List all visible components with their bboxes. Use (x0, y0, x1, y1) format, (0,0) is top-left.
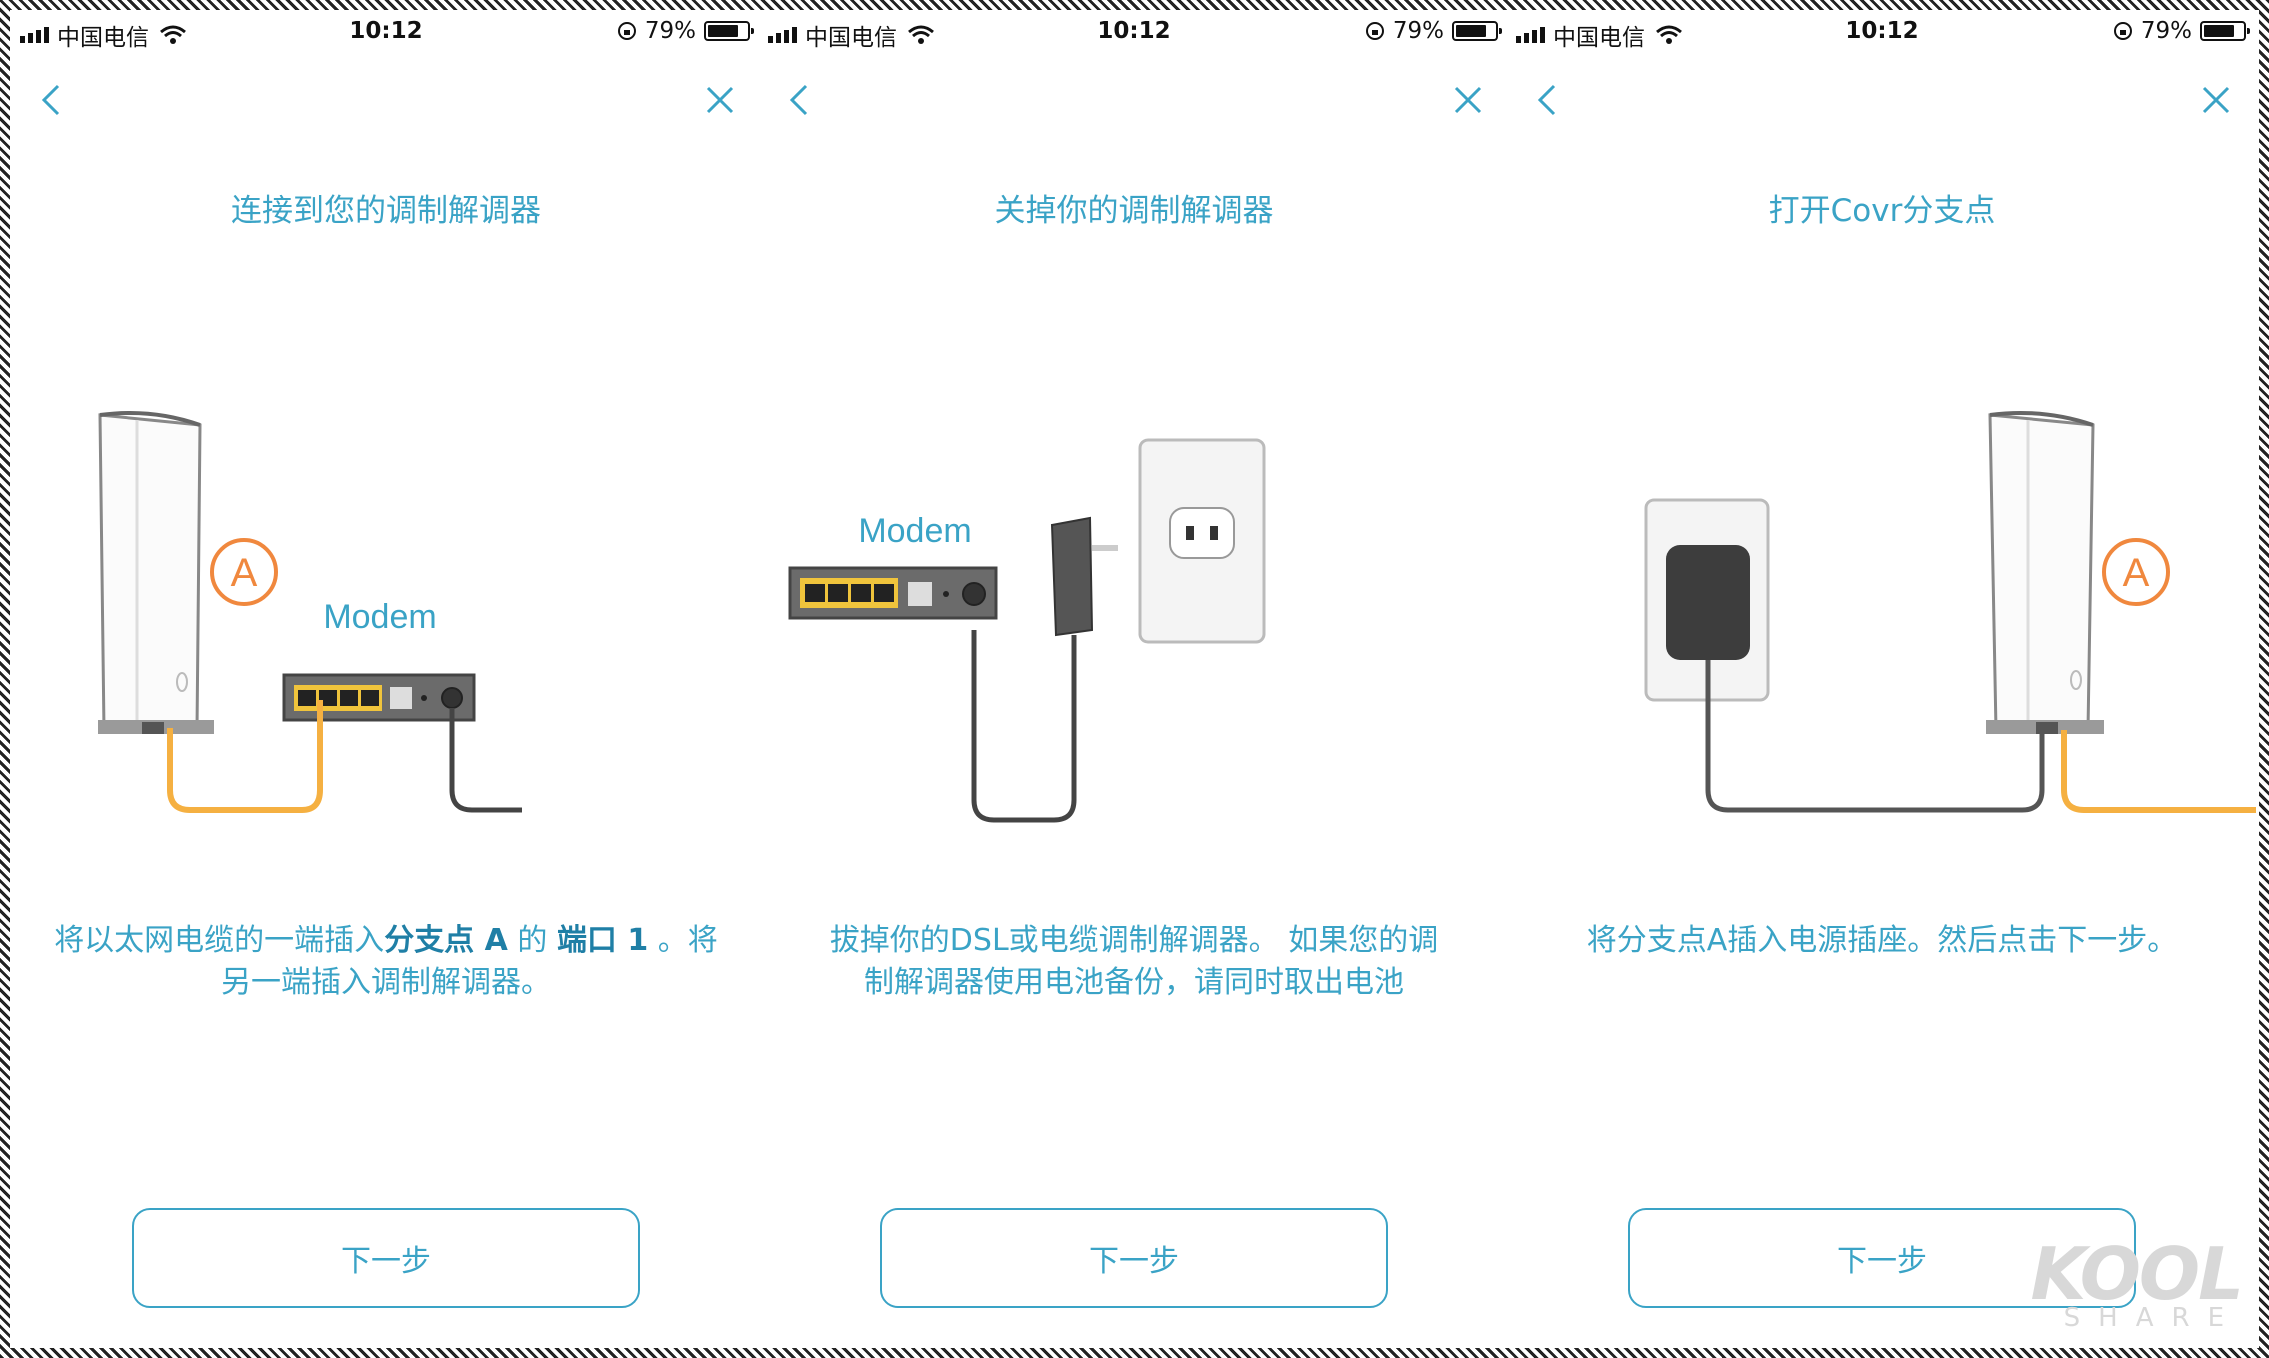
instruction-text: 将以太网电缆的一端插入分支点 A 的 端口 1 。将另一端插入调制解调器。 (52, 920, 720, 1004)
ethernet-cable (2061, 730, 2256, 813)
unplug-illustration: Modem (788, 438, 1266, 823)
close-icon[interactable] (1448, 80, 1488, 120)
instruction-bold-port: 端口 1 (556, 923, 649, 958)
node-a-badge (2102, 538, 2170, 606)
power-adapter-image (1050, 516, 1118, 637)
close-icon[interactable] (2196, 80, 2236, 120)
page-title: 连接到您的调制解调器 (231, 193, 541, 229)
instruction-text: 拔掉你的DSL或电缆调制解调器。 如果您的调 制解调器使用电池备份，请同时取出电… (800, 920, 1468, 1004)
modem-image (282, 673, 476, 722)
instruction-part-1: 将以太网电缆的一端插入 (54, 923, 385, 958)
status-bar: 中国电信 10:12 79% (1508, 10, 2256, 54)
signal-icon (20, 27, 49, 43)
covr-node-image (1986, 410, 2104, 734)
watermark-logo: KOOL (2030, 1232, 2244, 1316)
rotation-lock-icon (1365, 22, 1384, 40)
instruction-line-2: 制解调器使用电池备份，请同时取出电池 (864, 965, 1404, 1000)
next-button[interactable]: 下一步 (880, 1208, 1388, 1308)
battery-icon (2200, 21, 2250, 41)
wifi-icon (908, 25, 934, 44)
back-chevron-icon[interactable] (32, 80, 72, 120)
status-bar: 中国电信 10:12 79% (12, 10, 760, 54)
back-chevron-icon[interactable] (1528, 80, 1568, 120)
next-button[interactable]: 下一步 (1628, 1208, 2136, 1308)
status-time: 10:12 (1097, 18, 1171, 44)
power-cable (971, 630, 1077, 823)
instruction-bold-node: 分支点 A (384, 923, 508, 958)
screen-power-on-node: 中国电信 10:12 79% 打开Covr分支点 (1508, 10, 2256, 1345)
rotation-lock-icon (2113, 22, 2132, 40)
wall-outlet-image (1644, 498, 1770, 702)
status-bar: 中国电信 10:12 79% (760, 10, 1508, 54)
rotation-lock-icon (617, 22, 636, 40)
back-chevron-icon[interactable] (780, 80, 820, 120)
close-icon[interactable] (700, 80, 740, 120)
screenshot-strip: 中国电信 10:12 79% 连接到您的调制解调器 A (12, 10, 2257, 1345)
koolshare-watermark: KOOL SHARE (2030, 1232, 2244, 1333)
page-title: 打开Covr分支点 (1768, 193, 1996, 229)
modem-label: Modem (858, 512, 971, 550)
carrier-name: 中国电信 (805, 25, 897, 51)
instruction-line-1: 拔掉你的DSL或电缆调制解调器。 如果您的调 (829, 923, 1439, 958)
modem-label: Modem (323, 598, 436, 636)
battery-icon (704, 21, 754, 41)
status-time: 10:12 (349, 18, 423, 44)
screen-power-off-modem: 中国电信 10:12 79% 关掉你的调制解调器 Modem (760, 10, 1508, 1345)
page-title: 关掉你的调制解调器 (994, 193, 1274, 229)
watermark-subtitle: SHARE (2063, 1303, 2242, 1333)
battery-icon (1452, 21, 1502, 41)
signal-icon (1516, 27, 1545, 43)
wall-outlet-image (1138, 438, 1266, 644)
instruction-part-3: 。将另一端插入调制解调器。 (221, 923, 718, 1000)
ethernet-cable (167, 700, 323, 813)
status-time: 10:12 (1845, 18, 1919, 44)
modem-power-cable (449, 708, 522, 813)
screen-connect-modem: 中国电信 10:12 79% 连接到您的调制解调器 A (12, 10, 760, 1345)
power-cable (1705, 660, 2045, 813)
node-a-badge (210, 538, 278, 606)
wifi-icon (1656, 25, 1682, 44)
node-a-letter: A (231, 551, 258, 595)
wifi-icon (160, 25, 186, 44)
connect-illustration: A Modem (98, 410, 522, 813)
instruction-part-2: 的 (507, 923, 557, 958)
power-on-illustration: A (1644, 410, 2256, 813)
instruction-text: 将分支点A插入电源插座。然后点击下一步。 (1586, 923, 2178, 958)
node-a-letter: A (2123, 551, 2150, 595)
next-button[interactable]: 下一步 (132, 1208, 640, 1308)
carrier-name: 中国电信 (1553, 25, 1645, 51)
battery-percent: 79% (644, 18, 696, 44)
signal-icon (768, 27, 797, 43)
modem-image (788, 566, 998, 620)
battery-percent: 79% (2140, 18, 2192, 44)
covr-node-image (98, 410, 214, 734)
battery-percent: 79% (1392, 18, 1444, 44)
carrier-name: 中国电信 (57, 25, 149, 51)
